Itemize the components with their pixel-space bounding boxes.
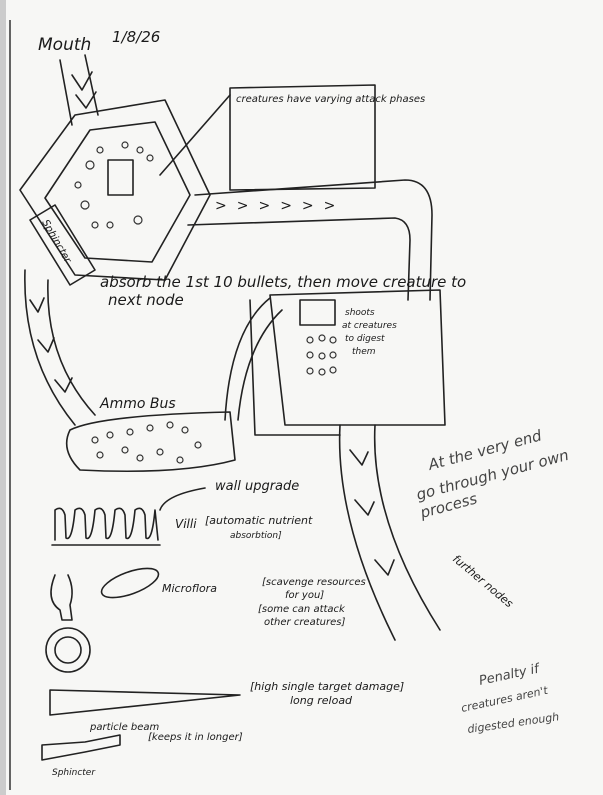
shooter-note-4: them [352, 347, 376, 357]
villi-desc-2: absorbtion] [230, 531, 282, 541]
mouth-title: Mouth [38, 35, 91, 55]
mouth-chamber-hexagon [19, 99, 211, 281]
wall-upgrade-label: wall upgrade [215, 479, 299, 494]
further-nodes-label: further nodes [450, 552, 516, 610]
villi-icon [51, 507, 161, 546]
creature-dots [74, 141, 154, 229]
wall-upgrade-pointer [159, 487, 206, 511]
microflora-label: Microflora [162, 582, 217, 595]
ammo-tube [224, 297, 283, 421]
shooter-turret-icon [299, 299, 336, 326]
top-tube: >>>>>> [187, 179, 433, 301]
microflora-icons [45, 567, 160, 673]
penalty-line1: Penalty if [478, 661, 543, 689]
exit-tube [338, 424, 441, 641]
attack-phases-note: creatures have varying attack phases [159, 84, 425, 191]
shooter-note-2: at creatures [342, 321, 397, 331]
sphincter-label: Sphincter [52, 768, 96, 778]
particle-beam-icon [49, 689, 241, 716]
shooter-note-3: to digest [345, 334, 385, 344]
microflora-desc-1: [scavenge resources [262, 577, 366, 588]
microflora-desc-4: other creatures] [264, 617, 345, 628]
penalty-line3: digested enough [467, 710, 560, 736]
flow-arrows: >>>>>> [215, 198, 345, 214]
attack-phases-text: creatures have varying attack phases [236, 94, 425, 105]
absorb-note-line2: next node [108, 291, 184, 309]
sphincter-desc: [keeps it in longer] [148, 732, 243, 743]
shooter-note-1: shoots [345, 308, 375, 318]
microflora-desc-2: for you] [285, 590, 324, 601]
particle-beam-label: particle beam [89, 722, 160, 733]
date-label: 1/8/26 [112, 28, 160, 46]
sphincter-valve: Sphincter [29, 204, 96, 286]
end-note: At the very end go through your own proc… [414, 426, 570, 522]
villi-desc-1: [automatic nutrient [205, 514, 313, 527]
shot-dots [306, 334, 337, 376]
sphincter-icon [41, 734, 121, 761]
left-tube [24, 269, 96, 426]
absorb-note-line1: absorb the 1st 10 bullets, then move cre… [100, 273, 466, 291]
mouth-entry-tube [59, 54, 99, 126]
microflora-desc-3: [some can attack [258, 604, 346, 615]
creature-icon [107, 159, 134, 196]
ammo-bus: Ammo Bus [65, 396, 236, 473]
villi-label: Villi [175, 517, 197, 531]
beam-desc-1: [high single target damage] [250, 680, 404, 693]
beam-desc-2: long reload [290, 694, 353, 707]
penalty-note: Penalty if creatures aren't digested eno… [460, 661, 560, 736]
digestion-chamber: shoots at creatures to digest them [249, 289, 446, 436]
penalty-line2: creatures aren't [460, 684, 550, 715]
ammo-bus-label: Ammo Bus [99, 396, 176, 412]
